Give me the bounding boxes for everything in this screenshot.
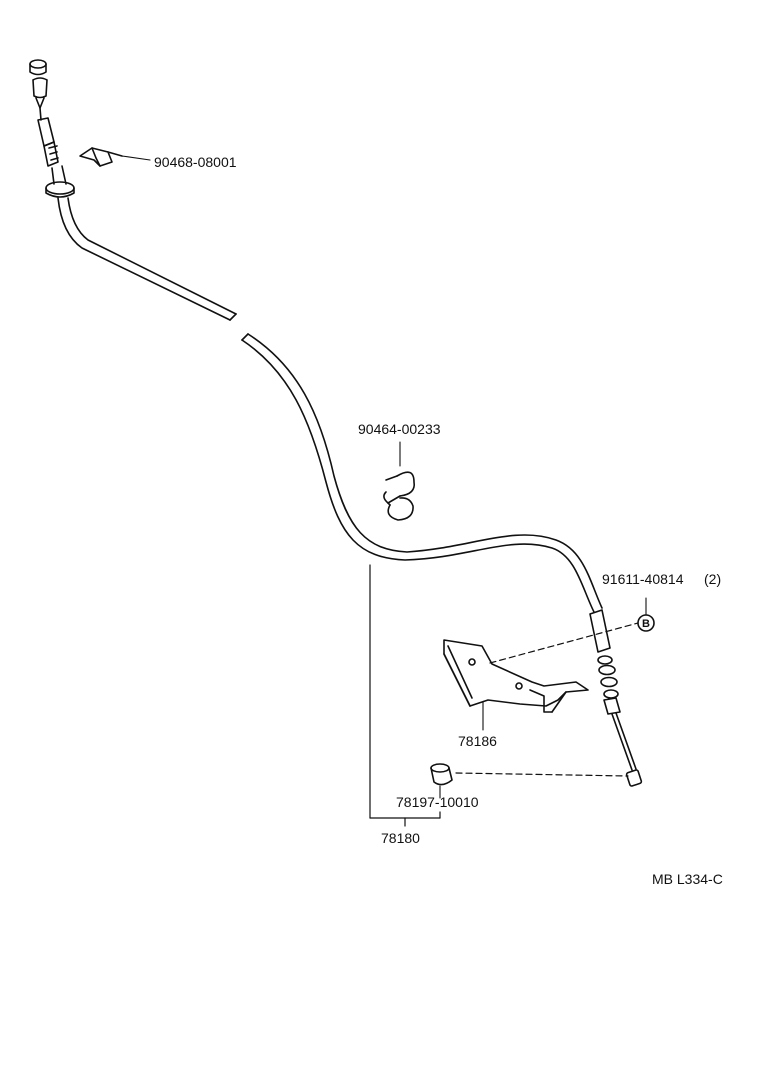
clamp-part-number: 90464-00233 <box>358 421 441 437</box>
cable-lower-end <box>589 609 643 787</box>
cable-housing-main <box>241 333 603 613</box>
drawing-code: MB L334-C <box>652 871 723 887</box>
bracket-78186 <box>443 639 589 731</box>
cable-housing-upper <box>57 197 237 321</box>
cable-assembly-part-number: 78180 <box>381 830 420 846</box>
cushion-part-number: 78197-10010 <box>396 794 479 810</box>
bolt-quantity: (2) <box>704 571 721 587</box>
bolt-part-number: 91611-40814 <box>602 571 684 587</box>
bracket-part-number: 78186 <box>458 733 497 749</box>
clamp-90464-00233 <box>383 441 416 521</box>
bolt-callout-letter: B <box>642 618 650 630</box>
clip-90468-08001 <box>79 147 151 167</box>
cushion-78197-10010 <box>430 763 453 799</box>
clip-part-number: 90468-08001 <box>154 154 237 170</box>
cable-upper-end <box>29 59 75 198</box>
assembly-leader-78180 <box>369 564 441 827</box>
dashed-leaders <box>455 622 639 777</box>
